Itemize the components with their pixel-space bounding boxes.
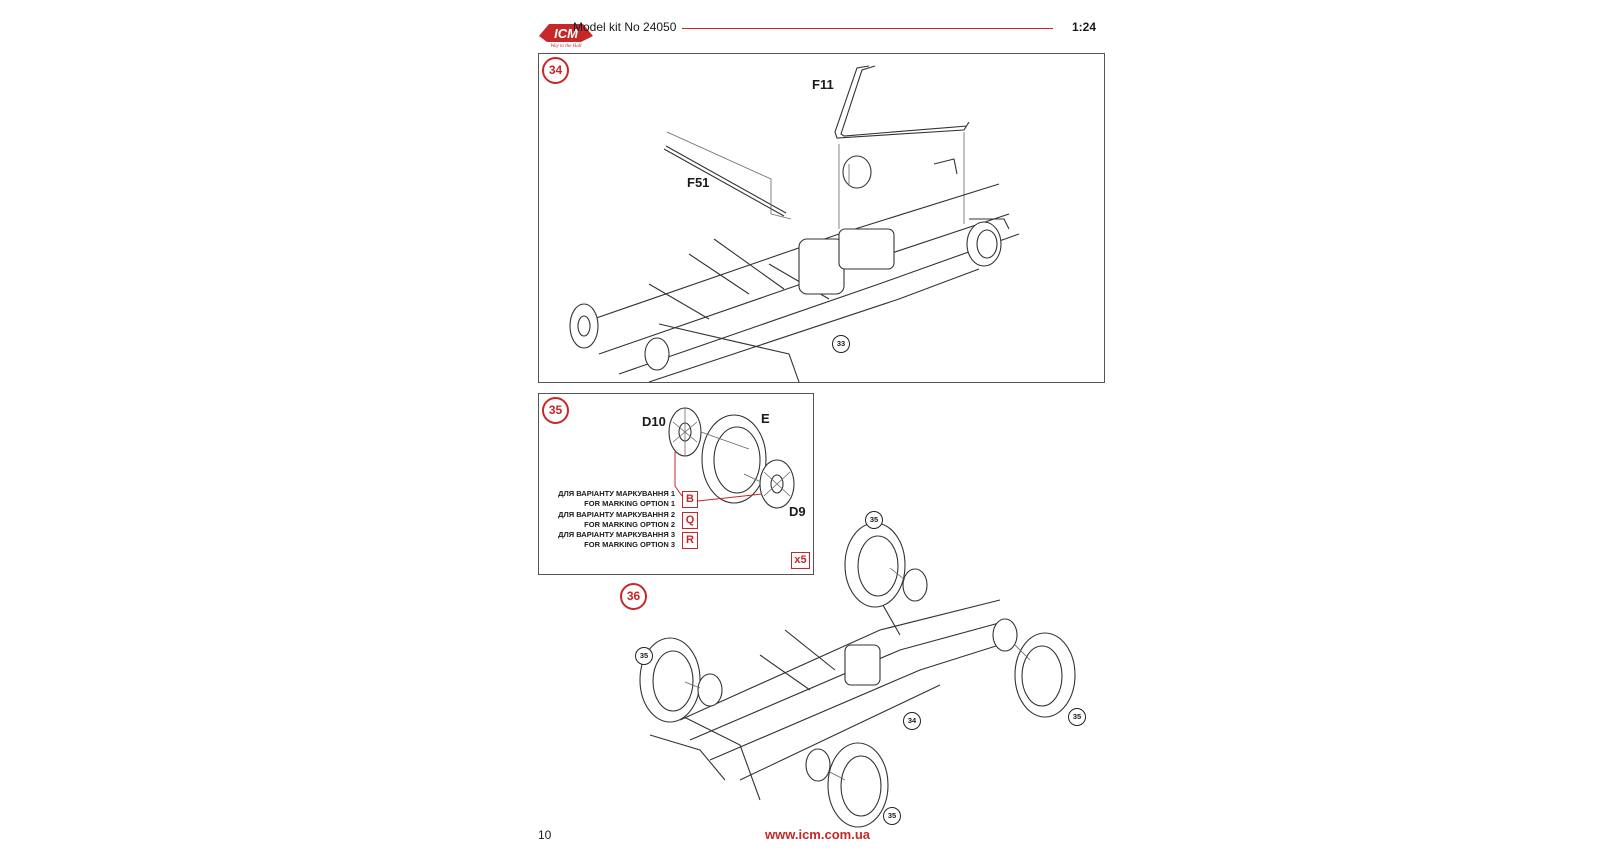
step-34-chassis-drawing: [569, 65, 1020, 382]
website-link[interactable]: www.icm.com.ua: [765, 827, 870, 842]
part-label-d10: D10: [642, 414, 666, 429]
marking-code-q: Q: [682, 512, 698, 529]
marking-option-3-ua: ДЛЯ ВАРІАНТУ МАРКУВАННЯ 3: [558, 530, 675, 539]
svg-text:ICM: ICM: [554, 26, 579, 41]
marking-option-2: ДЛЯ ВАРІАНТУ МАРКУВАННЯ 2 FOR MARKING OP…: [541, 510, 699, 530]
scale-label: 1:24: [1072, 20, 1097, 34]
part-label-d9: D9: [789, 504, 806, 519]
step-35-panel: 35 D10 E D9 ДЛЯ ВАРІАНТУ МАРКУВАННЯ 1 FO…: [538, 393, 814, 575]
kit-title: Model kit No 24050: [573, 20, 677, 34]
svg-text:Way to the Hall: Way to the Hall: [550, 44, 582, 48]
step-36-ref-34: 34: [903, 712, 921, 730]
marking-option-1-en: FOR MARKING OPTION 1: [584, 499, 675, 508]
step-36-ref-35-top: 35: [865, 511, 883, 529]
part-label-f11: F11: [812, 77, 834, 92]
step-36-ref-35-left: 35: [635, 647, 653, 665]
part-label-f51: F51: [687, 175, 710, 190]
marking-code-b: B: [682, 491, 698, 508]
step-35-badge: 35: [542, 397, 569, 424]
step-ref-33: 33: [832, 335, 850, 353]
marking-option-3-en: FOR MARKING OPTION 3: [584, 540, 675, 549]
marking-option-2-en: FOR MARKING OPTION 2: [584, 520, 675, 529]
marking-code-r: R: [682, 532, 698, 549]
marking-option-2-ua: ДЛЯ ВАРІАНТУ МАРКУВАННЯ 2: [558, 510, 675, 519]
quantity-badge: x5: [791, 552, 810, 569]
page-number: 10: [538, 828, 552, 842]
step-34-badge: 34: [542, 57, 569, 84]
marking-option-1: ДЛЯ ВАРІАНТУ МАРКУВАННЯ 1 FOR MARKING OP…: [541, 489, 699, 509]
step-36-ref-35-bottom: 35: [883, 807, 901, 825]
step-36-assembly-drawing: [639, 522, 1076, 828]
step-36-ref-35-right: 35: [1068, 708, 1086, 726]
step-34-panel: 34 F11 F51: [538, 53, 1105, 383]
marking-option-1-ua: ДЛЯ ВАРІАНТУ МАРКУВАННЯ 1: [558, 489, 675, 498]
step-35-wheel-drawing: [668, 407, 795, 509]
header-rule: [682, 28, 1053, 29]
part-label-e: E: [761, 411, 770, 426]
step-36-badge: 36: [620, 583, 647, 610]
marking-option-3: ДЛЯ ВАРІАНТУ МАРКУВАННЯ 3 FOR MARKING OP…: [541, 530, 699, 550]
icm-logo: ICM Way to the Hall: [535, 18, 595, 49]
